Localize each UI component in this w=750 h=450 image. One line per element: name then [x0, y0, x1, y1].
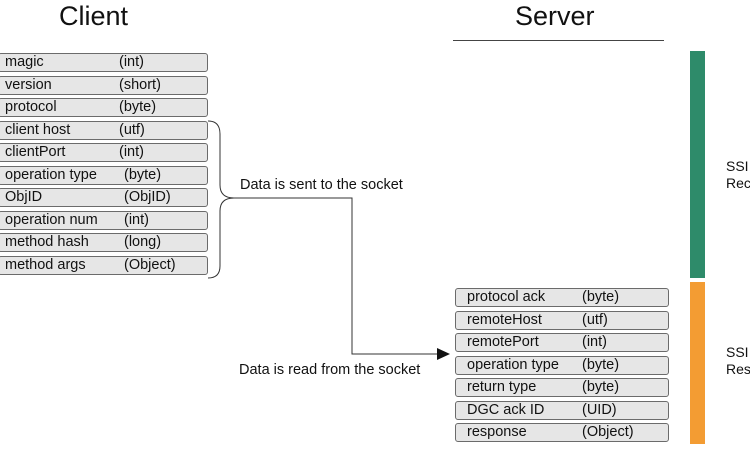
server-field-remote-port: remotePort(int)	[455, 333, 669, 352]
response-band	[690, 282, 705, 444]
sent-to-socket-label: Data is sent to the socket	[240, 177, 403, 193]
server-field-response: response(Object)	[455, 423, 669, 442]
server-title: Server	[515, 1, 595, 31]
client-field-client-port: clientPort(int)	[0, 143, 208, 162]
server-field-return-type: return type(byte)	[455, 378, 669, 397]
client-title: Client	[59, 1, 129, 31]
client-field-operation-num: operation num(int)	[0, 211, 208, 230]
request-band-label: SSI Rec	[726, 158, 750, 191]
client-field-objid: ObjID(ObjID)	[0, 188, 208, 207]
server-field-operation-type: operation type(byte)	[455, 356, 669, 375]
server-field-protocol-ack: protocol ack(byte)	[455, 288, 669, 307]
client-group-brace	[207, 120, 235, 279]
server-field-remote-host: remoteHost(utf)	[455, 311, 669, 330]
client-field-operation-type: operation type(byte)	[0, 166, 208, 185]
client-field-magic: magic(int)	[0, 53, 208, 72]
client-field-version: version(short)	[0, 76, 208, 95]
client-field-method-args: method args(Object)	[0, 256, 208, 275]
client-field-method-hash: method hash(long)	[0, 233, 208, 252]
client-field-protocol: protocol(byte)	[0, 98, 208, 117]
server-field-dgc-ack-id: DGC ack ID(UID)	[455, 401, 669, 420]
request-band	[690, 51, 705, 278]
flow-arrow-line	[234, 197, 439, 355]
response-band-label: SSI Res	[726, 344, 750, 377]
client-field-client-host: client host(utf)	[0, 121, 208, 140]
server-title-underline	[453, 40, 664, 41]
read-from-socket-label: Data is read from the socket	[239, 362, 421, 378]
flow-arrowhead	[437, 348, 450, 360]
